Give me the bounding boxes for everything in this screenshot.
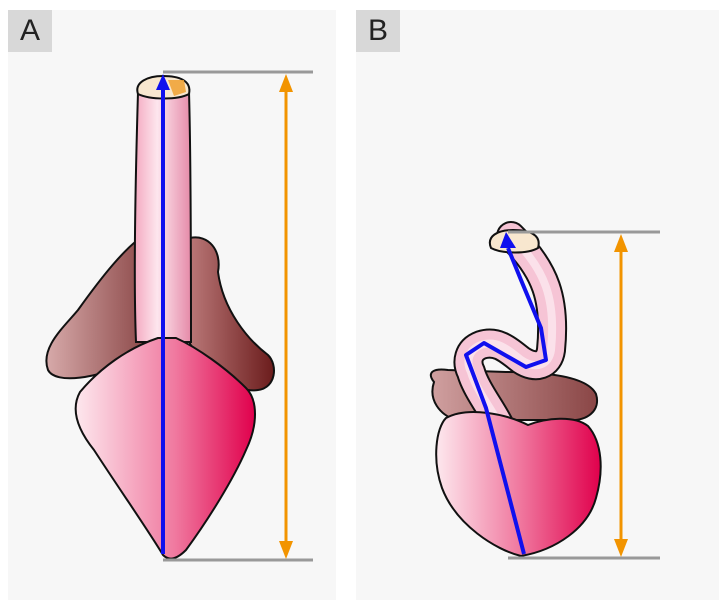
length-arrow-head-top xyxy=(614,234,628,252)
length-arrow-head-bottom xyxy=(614,539,628,557)
atrium xyxy=(431,370,597,421)
heart-illustration-a xyxy=(8,10,336,600)
heart-illustration-b xyxy=(356,10,719,600)
length-arrow-head-top xyxy=(279,74,293,92)
panel-b: B xyxy=(356,10,719,600)
ventricle xyxy=(76,338,255,559)
panel-a: A xyxy=(8,10,336,600)
length-arrow-head-bottom xyxy=(279,541,293,559)
